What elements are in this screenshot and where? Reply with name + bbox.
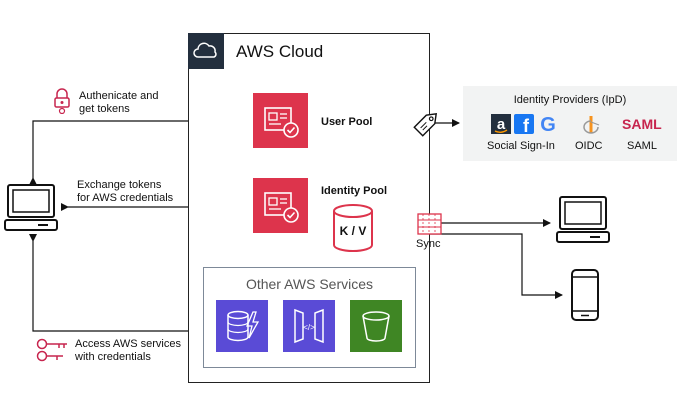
kv-label: K / V bbox=[339, 224, 367, 238]
phone-line bbox=[430, 233, 563, 299]
facebook-icon: f bbox=[514, 114, 534, 134]
svg-text:</>: </> bbox=[303, 323, 315, 332]
auth-label: Authenicate and get tokens bbox=[79, 90, 159, 115]
amazon-icon: a bbox=[491, 114, 511, 134]
identity-pool-label: Identity Pool bbox=[321, 185, 387, 197]
svg-text:f: f bbox=[523, 116, 530, 134]
sync-label: Sync bbox=[416, 238, 441, 250]
dynamodb-icon bbox=[216, 300, 268, 352]
idp-title: Identity Providers (IpD) bbox=[513, 94, 627, 106]
saml-label: SAML bbox=[627, 140, 657, 152]
laptop-icon bbox=[4, 184, 58, 231]
oidc-label: OIDC bbox=[575, 140, 603, 152]
s3-bucket-icon bbox=[350, 300, 402, 352]
sync-icon bbox=[417, 213, 442, 235]
api-gateway-icon: </> bbox=[283, 300, 335, 352]
aws-cloud-title: AWS Cloud bbox=[236, 42, 324, 61]
kv-store-icon bbox=[333, 204, 373, 252]
access-arrow bbox=[29, 234, 209, 335]
google-icon: G bbox=[540, 114, 556, 135]
social-signin-label: Social Sign-In bbox=[487, 140, 555, 152]
keys-icon bbox=[36, 338, 67, 362]
laptop-right-icon bbox=[556, 196, 610, 243]
identity-pool-icon bbox=[253, 178, 308, 233]
cloud-icon bbox=[193, 42, 217, 58]
saml-logo: SAML bbox=[622, 116, 662, 132]
svg-text:a: a bbox=[497, 116, 506, 133]
auth-arrow bbox=[29, 117, 247, 185]
user-pool-icon bbox=[253, 93, 308, 148]
lock-icon bbox=[54, 88, 70, 114]
other-services-title: Other AWS Services bbox=[245, 276, 374, 292]
svg-text:G: G bbox=[540, 114, 556, 135]
phone-icon bbox=[571, 269, 599, 321]
exchange-label: Exchange tokens for AWS credentials bbox=[77, 179, 174, 204]
user-pool-label: User Pool bbox=[321, 116, 373, 128]
tag-icon bbox=[413, 112, 438, 137]
aws-cloud-tag bbox=[188, 33, 224, 69]
other-services-group bbox=[203, 267, 416, 368]
access-label: Access AWS services with credentials bbox=[75, 338, 181, 363]
oidc-icon bbox=[583, 116, 600, 134]
